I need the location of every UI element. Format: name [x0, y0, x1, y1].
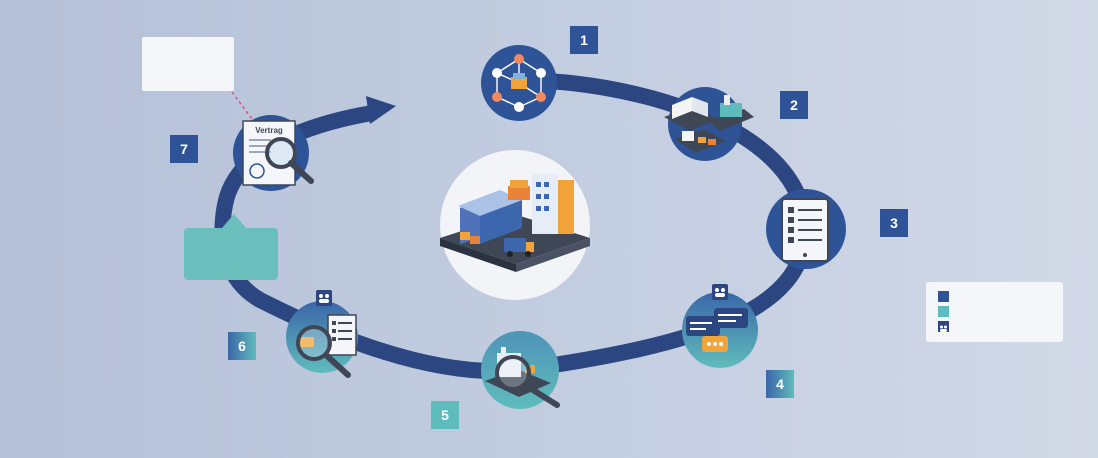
step-2-node [664, 87, 754, 161]
step-6-badge: 6 [228, 332, 256, 360]
checklist-tablet-icon [781, 198, 829, 262]
contract-review-icon: Vertrag [242, 120, 314, 186]
legend-swatch-blue [938, 291, 949, 302]
warehouse-hub [440, 150, 590, 300]
warehouse-icon [440, 174, 590, 272]
contract-title: Vertrag [255, 126, 283, 135]
teal-callout [184, 214, 278, 280]
step-7-badge: 7 [170, 135, 198, 163]
step-6-people-icon [316, 290, 332, 306]
step-2-badge: 2 [780, 91, 808, 119]
step-1-number: 1 [580, 32, 588, 48]
legend-swatch-teal [938, 306, 949, 317]
inspection-magnifier-icon [485, 347, 560, 408]
cycle-arrow-head [366, 96, 396, 124]
note-box [142, 37, 234, 91]
step-4-people-icon [712, 284, 728, 300]
step-1-node [481, 45, 557, 121]
step-6-number: 6 [238, 338, 246, 354]
step-4-number: 4 [776, 376, 784, 392]
step-7-number: 7 [180, 141, 188, 157]
step-5-node [481, 331, 560, 409]
step-4-badge: 4 [766, 370, 794, 398]
step-6-node [286, 301, 358, 378]
step-3-badge: 3 [880, 209, 908, 237]
factory-icon [664, 95, 754, 153]
step-5-badge: 5 [431, 401, 459, 429]
network-icon [492, 54, 546, 112]
analysis-report-icon [296, 314, 357, 378]
step-1-badge: 1 [570, 26, 598, 54]
step-7-node: Vertrag [233, 115, 314, 191]
step-5-number: 5 [441, 407, 449, 423]
chat-bubbles-icon [686, 308, 748, 352]
step-4-node [682, 292, 758, 368]
step-3-node [766, 189, 846, 269]
legend-box [926, 282, 1063, 342]
legend-people-icon [938, 321, 949, 332]
step-3-number: 3 [890, 215, 898, 231]
step-2-number: 2 [790, 97, 798, 113]
